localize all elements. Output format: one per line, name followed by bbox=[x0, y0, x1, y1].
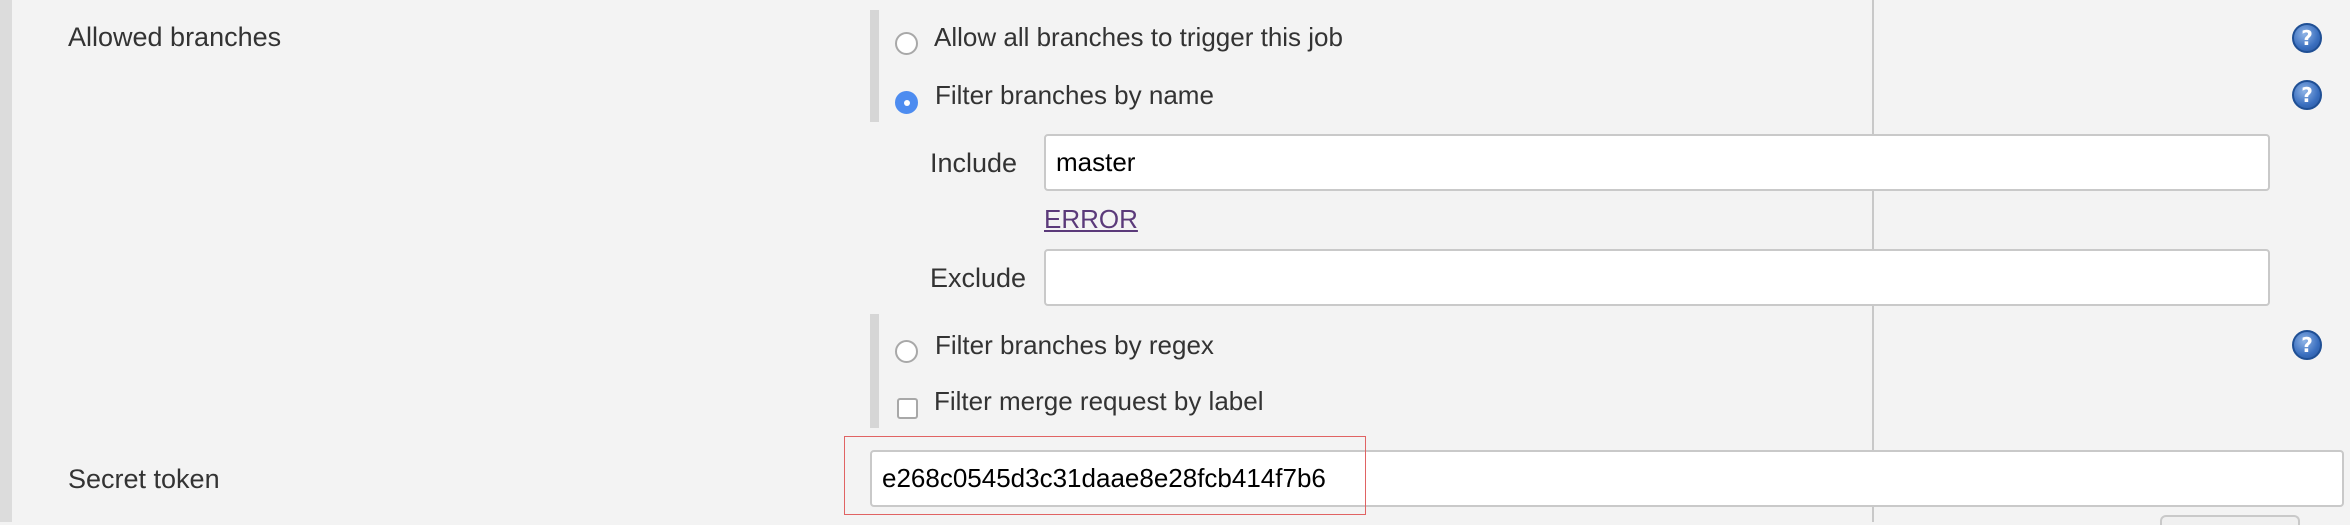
allowed-branches-label: Allowed branches bbox=[68, 22, 282, 52]
help-icon[interactable]: ? bbox=[2292, 80, 2322, 110]
allow-all-branches-label[interactable]: Allow all branches to trigger this job bbox=[934, 22, 1343, 52]
filter-branches-by-name-label[interactable]: Filter branches by name bbox=[935, 80, 1214, 110]
include-input[interactable]: master bbox=[1044, 134, 2270, 191]
secret-token-label: Secret token bbox=[68, 464, 220, 494]
highlight-box bbox=[844, 436, 1366, 515]
exclude-input[interactable] bbox=[1044, 249, 2270, 306]
generate-button-partial[interactable] bbox=[2160, 515, 2300, 525]
filter-merge-request-by-label-label[interactable]: Filter merge request by label bbox=[934, 386, 1264, 416]
filter-branches-by-regex-radio[interactable] bbox=[895, 340, 918, 363]
include-label: Include bbox=[930, 148, 1018, 178]
left-border bbox=[0, 0, 12, 522]
radio-group-bar bbox=[870, 10, 879, 122]
help-icon[interactable]: ? bbox=[2292, 23, 2322, 53]
help-icon[interactable]: ? bbox=[2292, 330, 2322, 360]
filter-merge-request-by-label-checkbox[interactable] bbox=[897, 398, 918, 419]
allow-all-branches-radio[interactable] bbox=[895, 32, 918, 55]
exclude-label: Exclude bbox=[930, 263, 1027, 293]
filter-branches-by-name-radio[interactable] bbox=[895, 91, 918, 114]
error-link[interactable]: ERROR bbox=[1044, 204, 1138, 234]
filter-branches-by-regex-label[interactable]: Filter branches by regex bbox=[935, 330, 1214, 360]
secret-token-input[interactable]: e268c0545d3c31daae8e28fcb414f7b6 bbox=[870, 450, 2344, 507]
radio-group-bar-lower bbox=[870, 314, 879, 428]
